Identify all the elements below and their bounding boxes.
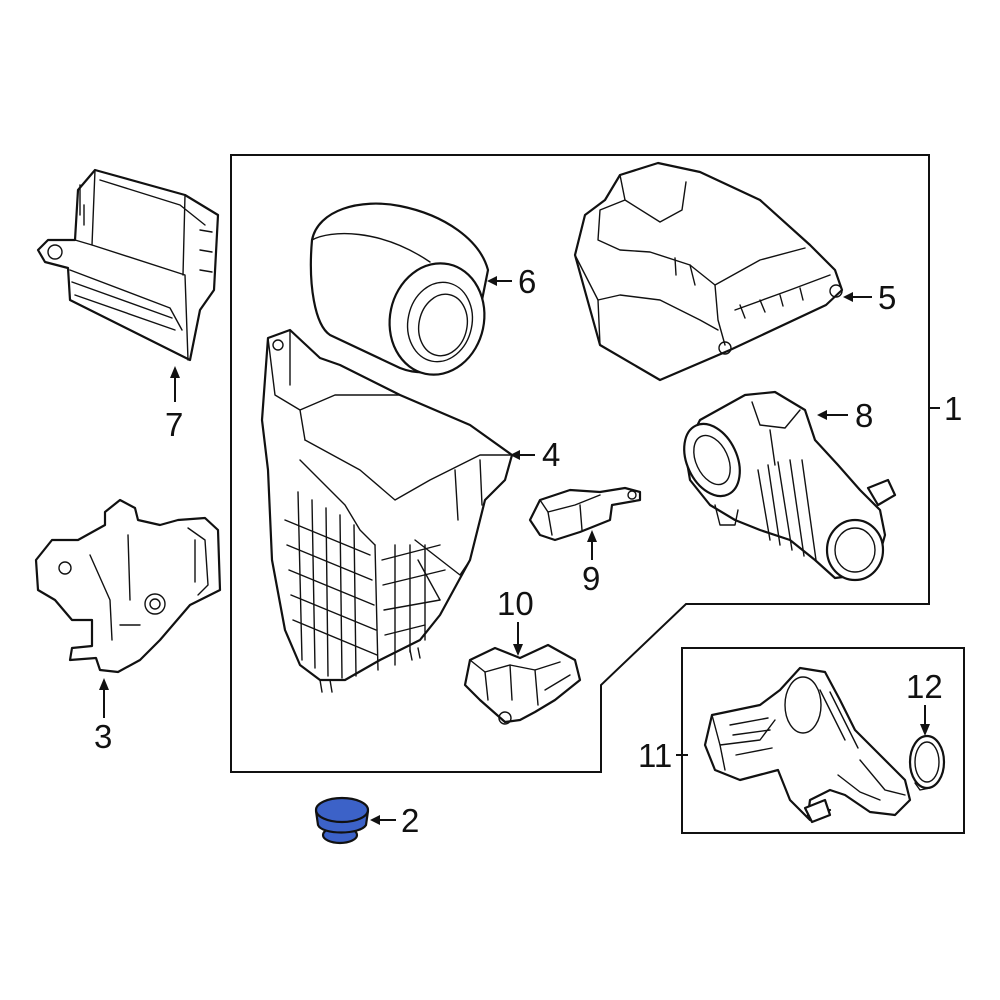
leader-lines — [99, 276, 940, 825]
assembly-frame-11 — [681, 647, 965, 834]
part-10-bracket[interactable] — [463, 643, 582, 725]
callout-1: 1 — [944, 390, 962, 427]
part-8-outlet-tube[interactable] — [673, 390, 897, 582]
callout-9: 9 — [582, 560, 600, 597]
callout-7: 7 — [165, 406, 183, 443]
part-11-resonator[interactable] — [703, 666, 912, 824]
callout-8: 8 — [855, 397, 873, 434]
part-3-bracket[interactable] — [34, 498, 222, 674]
part-4-air-box-lower[interactable] — [260, 328, 514, 693]
assembly-frame-1 — [230, 154, 930, 773]
callout-11: 11 — [638, 737, 672, 774]
part-12-clamp[interactable] — [908, 734, 946, 791]
callout-12: 12 — [906, 668, 943, 705]
callout-10: 10 — [497, 585, 534, 622]
part-7-air-inlet-duct[interactable] — [36, 168, 220, 362]
part-5-air-box-cover[interactable] — [573, 161, 844, 382]
callout-6: 6 — [518, 263, 536, 300]
callout-5: 5 — [878, 279, 896, 316]
part-2-grommet[interactable] — [314, 796, 370, 845]
callout-2: 2 — [401, 802, 419, 839]
callout-3: 3 — [94, 718, 112, 755]
callout-4: 4 — [542, 436, 560, 473]
part-9-sensor[interactable] — [528, 486, 642, 542]
part-6-air-filter[interactable] — [309, 202, 495, 384]
